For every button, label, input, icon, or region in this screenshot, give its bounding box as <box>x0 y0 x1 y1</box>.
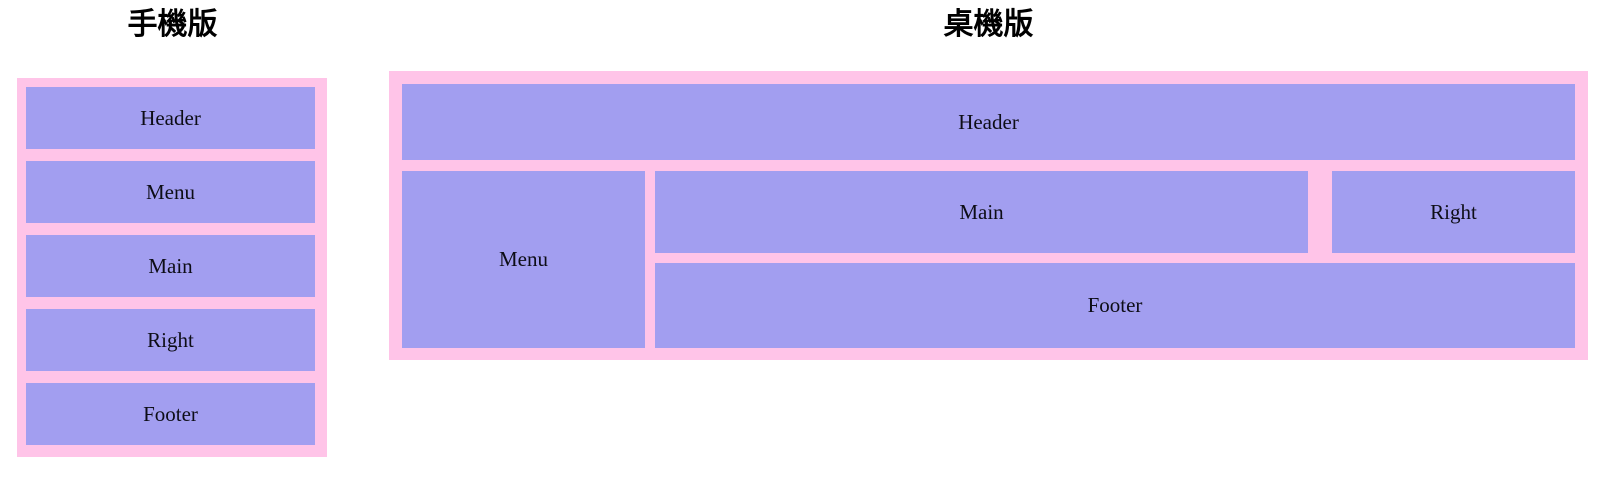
mobile-region-footer: Footer <box>26 383 315 445</box>
desktop-region-footer: Footer <box>655 263 1575 348</box>
desktop-region-menu: Menu <box>402 171 645 348</box>
desktop-layout-heading: 桌機版 <box>943 7 1034 42</box>
mobile-region-right: Right <box>26 309 315 371</box>
mobile-region-main: Main <box>26 235 315 297</box>
mobile-region-menu: Menu <box>26 161 315 223</box>
mobile-layout-heading: 手機版 <box>127 7 218 42</box>
mobile-region-header: Header <box>26 87 315 149</box>
desktop-layout-diagram: Header Menu Main Right Footer <box>389 71 1588 360</box>
desktop-region-main: Main <box>655 171 1308 253</box>
mobile-layout-diagram: Header Menu Main Right Footer <box>17 78 327 457</box>
desktop-region-right: Right <box>1332 171 1575 253</box>
desktop-region-header: Header <box>402 84 1575 160</box>
